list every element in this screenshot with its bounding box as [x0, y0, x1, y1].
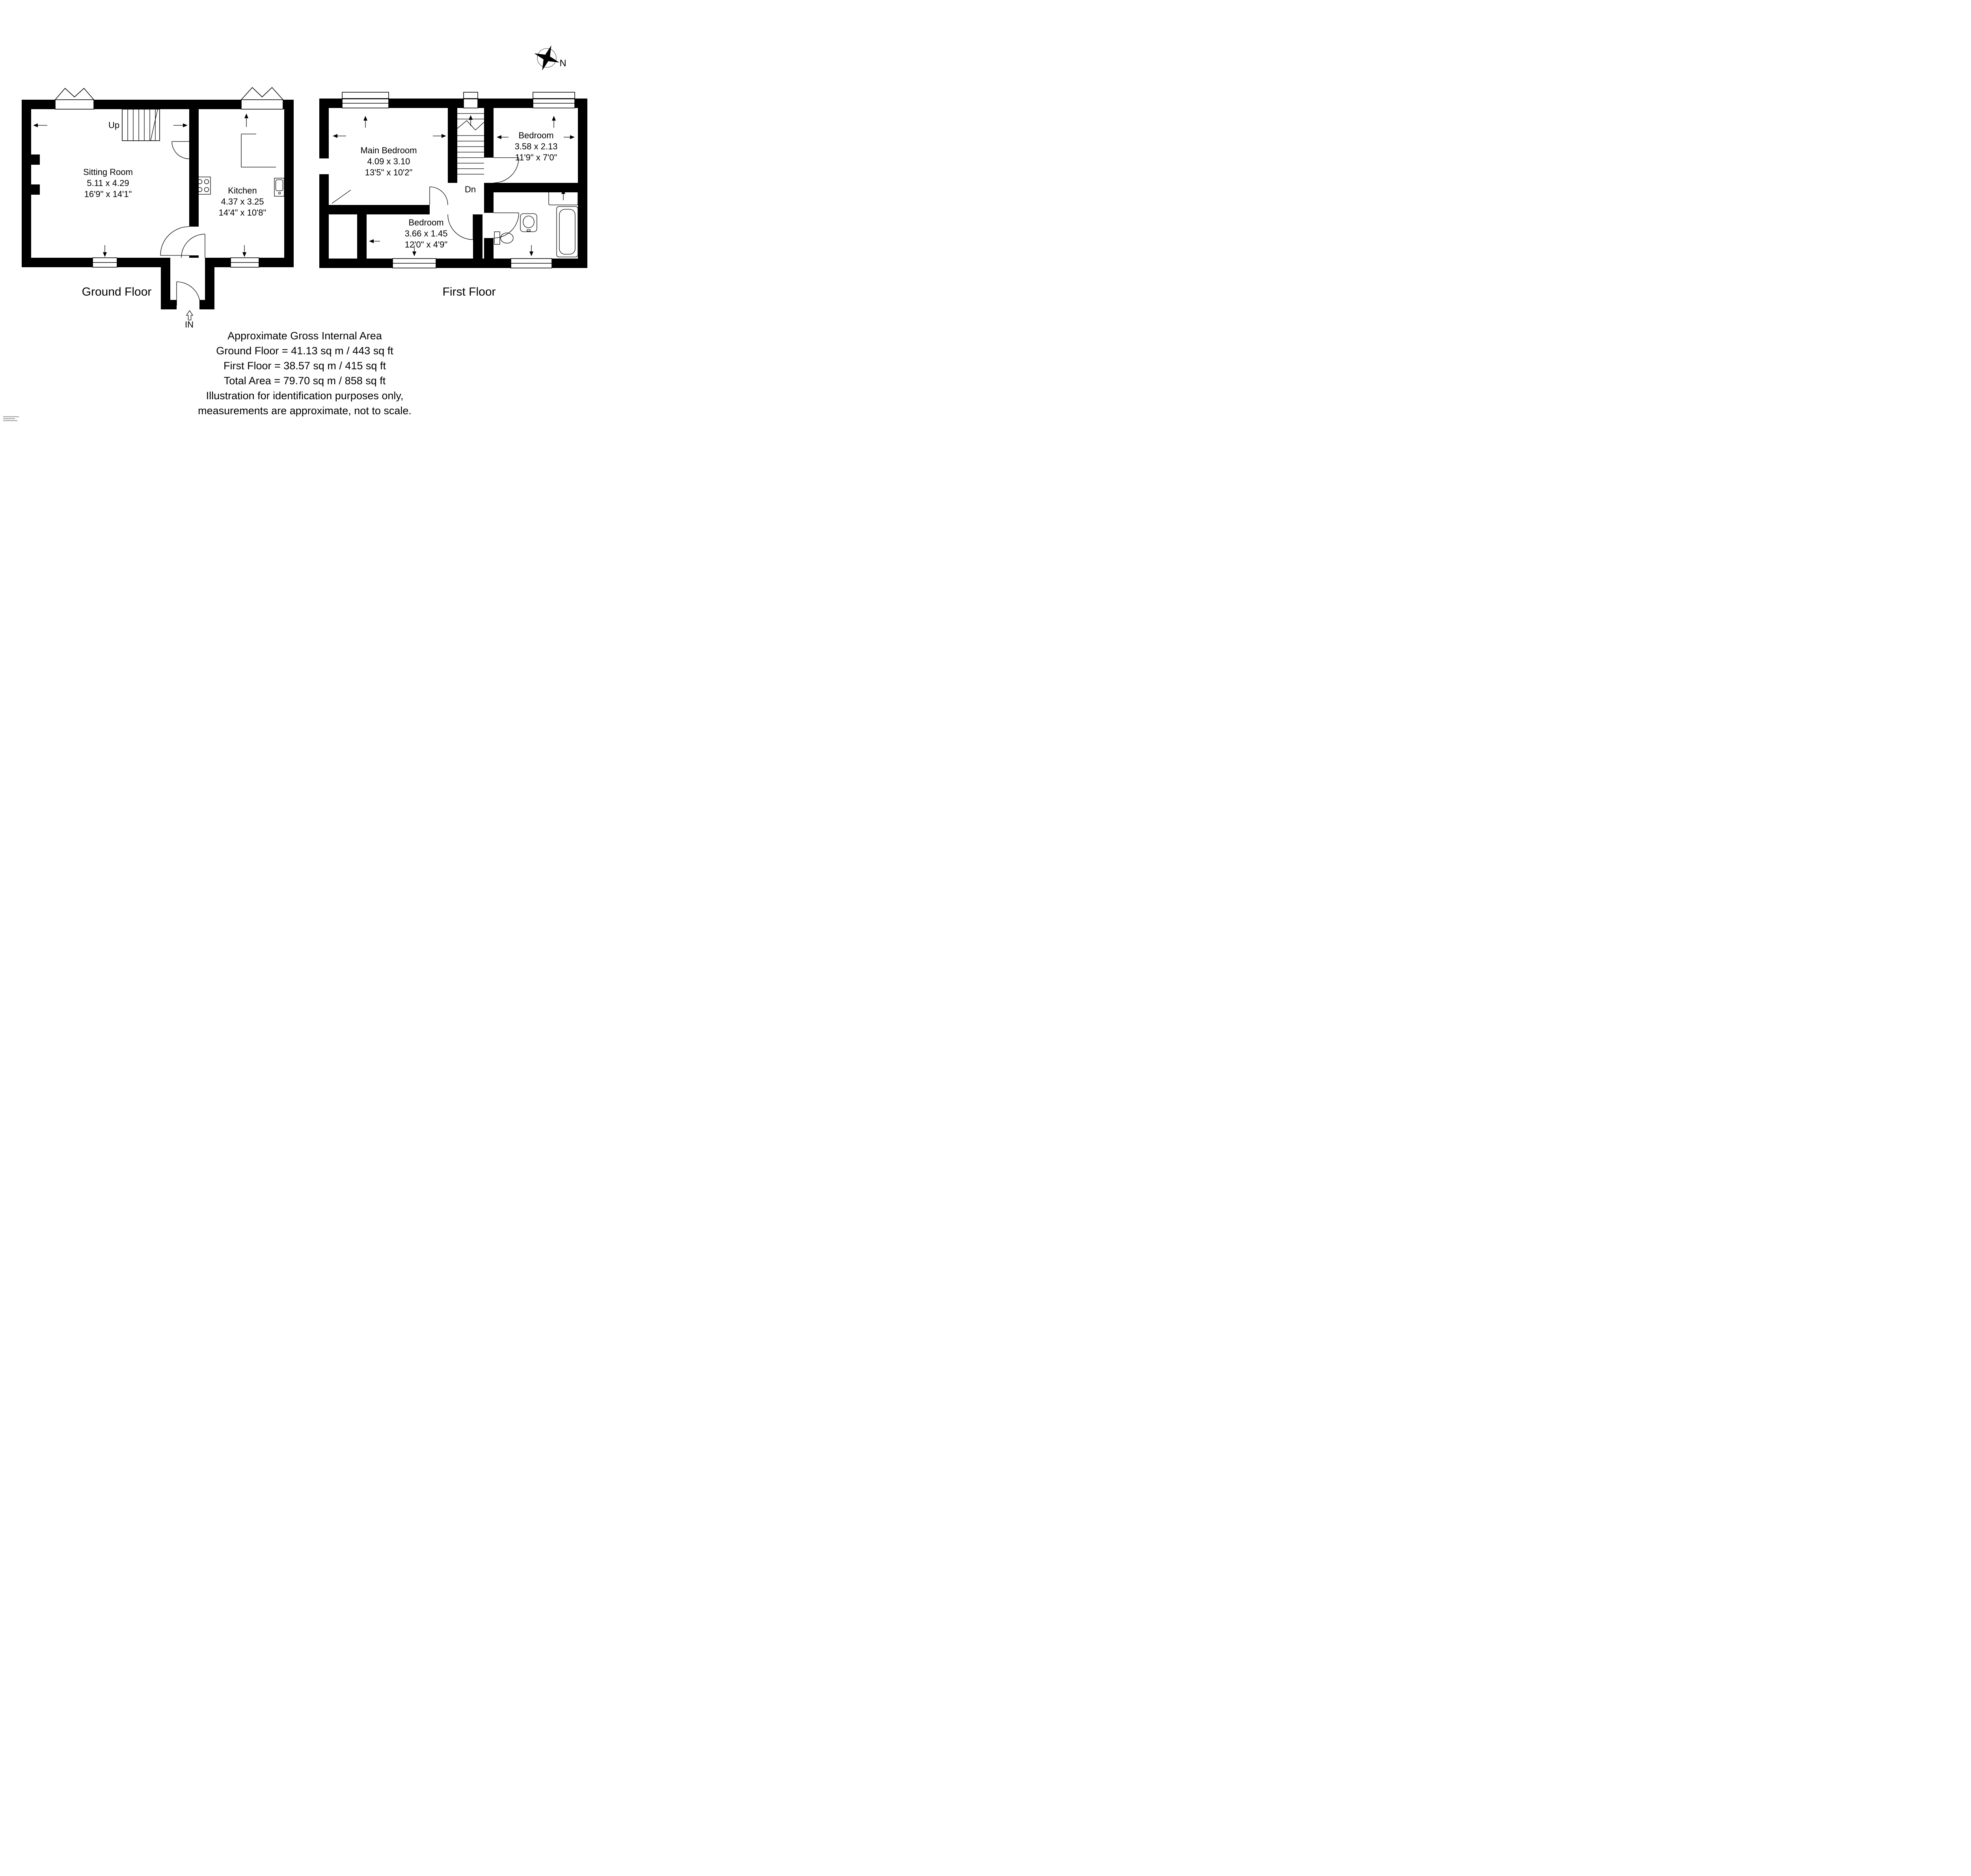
area-summary-first-floor: First Floor = 38.57 sq m / 415 sq ft: [224, 360, 386, 372]
entrance-label: IN: [185, 320, 194, 329]
porch-wall: [205, 267, 214, 309]
stair-break-line: [150, 109, 158, 141]
porch-opening: [170, 258, 205, 267]
room-name: Sitting Room: [83, 167, 133, 177]
stair-break-line: [457, 120, 484, 130]
stairs-outline: [122, 109, 160, 141]
stairs-down-label: Dn: [464, 184, 476, 194]
room-metric-size: 3.58 x 2.13: [514, 141, 558, 151]
door-arc: [181, 234, 205, 258]
room-name: Bedroom: [408, 218, 444, 227]
room-imperial-size: 14'4" x 10'8": [218, 208, 266, 218]
window-icon: [342, 92, 389, 99]
shower-icon: [548, 184, 578, 205]
bedroom-wall: [329, 205, 430, 214]
dimension-arrow: [333, 115, 575, 256]
window-icon: [533, 92, 575, 99]
door-arc: [493, 157, 519, 183]
compass-circle: [537, 48, 557, 68]
dimension-arrow: [33, 114, 248, 257]
room-imperial-size: 13'5" x 10'2": [365, 168, 413, 177]
room-label-sitting-room: Sitting Room 5.11 x 4.29 16'9" x 14'1": [83, 167, 133, 200]
area-summary-ground-floor: Ground Floor = 41.13 sq m / 443 sq ft: [216, 345, 393, 357]
porch-wall: [170, 300, 177, 309]
ground-internal-wall: [189, 109, 199, 227]
bay-window-opening: [241, 100, 283, 109]
stairwell-wall: [484, 108, 494, 158]
window-icon: [463, 92, 478, 99]
entrance-arrow-icon: [186, 310, 194, 320]
room-imperial-size: 16'9" x 14'1": [84, 189, 132, 199]
room-name: Bedroom: [518, 130, 554, 140]
room-label-kitchen: Kitchen 4.37 x 3.25 14'4" x 10'8": [219, 185, 266, 218]
ground-floor-plan: [22, 87, 294, 320]
room-metric-size: 5.11 x 4.29: [87, 178, 129, 188]
room-metric-size: 4.37 x 3.25: [221, 197, 264, 207]
ground-internal-wall-stub: [189, 255, 199, 258]
compass-icon: [534, 45, 559, 71]
stairs-up: [122, 109, 160, 141]
floorplan-page: Sitting Room 5.11 x 4.29 16'9" x 14'1" K…: [0, 0, 609, 430]
area-summary-total: Total Area = 79.70 sq m / 858 sq ft: [224, 375, 386, 387]
stairs-up-label: Up: [108, 120, 120, 130]
window-icon: [463, 98, 478, 108]
door-arc: [429, 186, 448, 205]
room-name: Kitchen: [228, 186, 257, 195]
bay-window-icon: [241, 87, 283, 100]
basin-icon: [520, 213, 537, 232]
ground-floor-area: [31, 109, 284, 258]
porch-wall: [161, 267, 170, 309]
floorplan-drawing: [3, 45, 587, 421]
compass-north-label: N: [559, 58, 566, 69]
bedroom-wall: [357, 214, 367, 259]
porch-wall: [199, 300, 205, 309]
door-arc: [493, 212, 519, 238]
area-summary: Approximate Gross Internal Area Ground F…: [0, 328, 609, 418]
toilet-icon: [494, 231, 514, 245]
bedroom-wall: [473, 214, 483, 259]
room-metric-size: 3.66 x 1.45: [404, 229, 448, 238]
ground-floor-title: Ground Floor: [82, 285, 152, 298]
room-name: Main Bedroom: [360, 145, 417, 155]
compass-rose: [534, 45, 559, 71]
sink-icon: [274, 178, 285, 197]
door-arc: [160, 226, 190, 256]
bay-window-opening: [55, 100, 94, 109]
door-arc: [176, 281, 201, 306]
fine-print-illegible: [3, 416, 19, 421]
closet-door-line: [332, 190, 351, 204]
room-metric-size: 4.09 x 3.10: [367, 156, 410, 166]
chimney-stub: [31, 154, 40, 165]
door-arc: [171, 141, 190, 159]
room-label-bedroom-2: Bedroom 3.58 x 2.13 11'9" x 7'0": [515, 130, 558, 163]
bay-window-icon: [241, 99, 283, 110]
bay-window-icon: [55, 87, 94, 100]
hob-icon: [195, 177, 211, 195]
room-label-main-bedroom: Main Bedroom 4.09 x 3.10 13'5" x 10'2": [360, 145, 417, 178]
chimney-stub: [31, 184, 40, 195]
bathroom-wall: [484, 192, 494, 213]
window-opening: [464, 99, 478, 108]
first-floor-title: First Floor: [442, 285, 496, 298]
area-summary-title: Approximate Gross Internal Area: [227, 330, 382, 342]
door-arc: [447, 214, 473, 240]
disclaimer-line-1: Illustration for identification purposes…: [206, 390, 404, 402]
disclaimer-line-2: measurements are approximate, not to sca…: [198, 405, 412, 417]
room-imperial-size: 12'0" x 4'9": [404, 240, 448, 249]
room-label-bedroom-3: Bedroom 3.66 x 1.45 12'0" x 4'9": [405, 217, 448, 250]
stairwell-wall: [448, 108, 457, 183]
bay-window-icon: [55, 99, 94, 110]
kitchen-counter: [241, 134, 276, 168]
room-imperial-size: 11'9" x 7'0": [515, 153, 557, 162]
bathroom-wall: [484, 238, 494, 259]
bathroom-wall: [484, 183, 494, 192]
wall-recess: [319, 158, 329, 174]
bath-icon: [556, 206, 578, 257]
first-floor-plan: [319, 92, 587, 268]
